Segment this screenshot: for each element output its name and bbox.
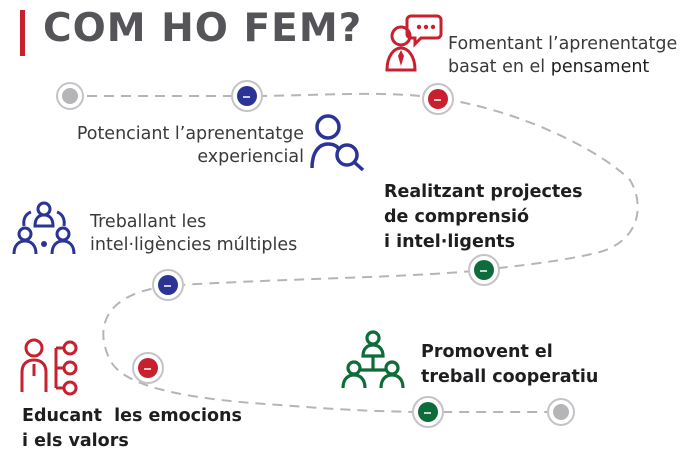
path-start-node [56, 82, 84, 110]
node-cooperatiu [412, 396, 444, 428]
person-emotions-icon [20, 338, 78, 396]
path-end-node [547, 398, 575, 426]
step-pensament-line2: basat en el pensament [448, 56, 677, 79]
step-cooperatiu-line2: treball cooperatiu [421, 367, 599, 387]
node-projectes [468, 254, 500, 286]
step-intel-ligencies-line1: Treballant les [90, 212, 207, 232]
step-experiencial-label: Potenciant l’aprenentatge experiencial [60, 123, 304, 169]
person-magnifier-icon [310, 114, 365, 172]
step-projectes-line3: i intel·ligents [384, 232, 516, 252]
step-pensament-label: Fomentant l’aprenentatge basat en el pen… [448, 33, 677, 79]
step-projectes-line2: de comprensió [384, 207, 530, 227]
step-pensament-line1: Fomentant l’aprenentatge [448, 34, 678, 54]
step-cooperatiu-label: Promovent el treball cooperatiu [421, 340, 598, 390]
step-pensament-emphasis: pensament [550, 57, 650, 77]
step-experiencial-line1: Potenciant l’aprenentatge [76, 124, 304, 144]
node-experiencial [231, 80, 263, 112]
step-intel-ligencies-label: Treballant les intel·ligències múltiples [90, 211, 297, 257]
step-emocions-line2: i els valors [22, 431, 129, 451]
group-network-icon [12, 201, 76, 255]
node-pensament [422, 83, 454, 115]
page-title: COM HO FEM? [43, 6, 363, 51]
step-projectes-label: Realitzant projectes de comprensió i int… [384, 180, 583, 255]
team-hierarchy-icon [341, 330, 405, 389]
step-emocions-label: Educant les emocions i els valors [22, 404, 242, 454]
step-projectes-line1: Realitzant projectes [384, 182, 583, 202]
step-experiencial-line2: experiencial [197, 147, 304, 167]
node-emocions [132, 352, 164, 384]
step-pensament-line2-text: basat en el [448, 57, 551, 77]
step-cooperatiu-line1: Promovent el [421, 342, 553, 362]
step-intel-ligencies-line2: intel·ligències múltiples [90, 235, 298, 255]
title-accent-bar [20, 10, 25, 56]
thinking-person-speech-icon [385, 14, 443, 72]
step-emocions-line1: Educant les emocions [22, 406, 242, 426]
node-intel-ligencies [152, 269, 184, 301]
